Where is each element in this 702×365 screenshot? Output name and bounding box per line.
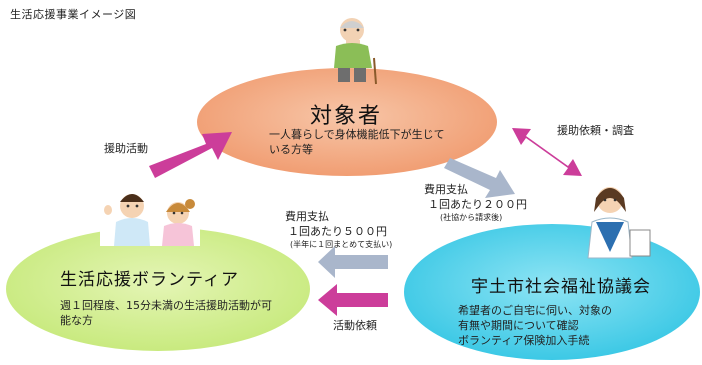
fee-subject-arrow bbox=[444, 158, 515, 198]
council-description-line-2: 有無や期間について確認 bbox=[458, 319, 579, 332]
subject-description: 一人暮らしで身体機能低下が生じている方等 bbox=[269, 128, 445, 156]
subject-name: 対象者 bbox=[310, 104, 383, 129]
fee-volunteer-amount: １回あたり５００円 bbox=[288, 225, 387, 238]
volunteer-couple-icon bbox=[100, 194, 200, 246]
staff-woman-icon bbox=[587, 187, 651, 259]
volunteer-description: 週１回程度、15分未満の生活援助活動が可能な方 bbox=[60, 299, 272, 327]
fee-volunteer-arrow bbox=[318, 246, 388, 278]
support-activity-arrow bbox=[149, 132, 232, 178]
volunteer-ellipse bbox=[6, 227, 310, 351]
activity-request-label: 活動依頼 bbox=[333, 319, 377, 332]
activity-request-arrow bbox=[318, 284, 388, 316]
council-name: 宇土市社会福祉協議会 bbox=[471, 277, 651, 297]
fee-volunteer-label: 費用支払 bbox=[285, 210, 329, 223]
fee-subject-amount: １回あたり２００円 bbox=[428, 198, 527, 211]
fee-subject-note: (社協から請求後) bbox=[440, 213, 503, 222]
fee-subject-label: 費用支払 bbox=[424, 183, 468, 196]
council-description-line-3: ボランティア保険加入手続 bbox=[458, 334, 590, 347]
elderly-person-icon bbox=[334, 18, 377, 85]
request-survey-arrow bbox=[512, 128, 582, 176]
volunteer-name: 生活応援ボランティア bbox=[60, 270, 239, 290]
support-activity-label: 援助活動 bbox=[104, 142, 148, 155]
diagram-title: 生活応援事業イメージ図 bbox=[10, 8, 137, 21]
subject-ellipse bbox=[197, 68, 497, 176]
request-survey-label: 援助依頼・調査 bbox=[557, 124, 634, 137]
fee-volunteer-note: (半年に１回まとめて支払い) bbox=[290, 240, 393, 249]
council-description-line-1: 希望者のご自宅に伺い、対象の bbox=[458, 304, 612, 317]
